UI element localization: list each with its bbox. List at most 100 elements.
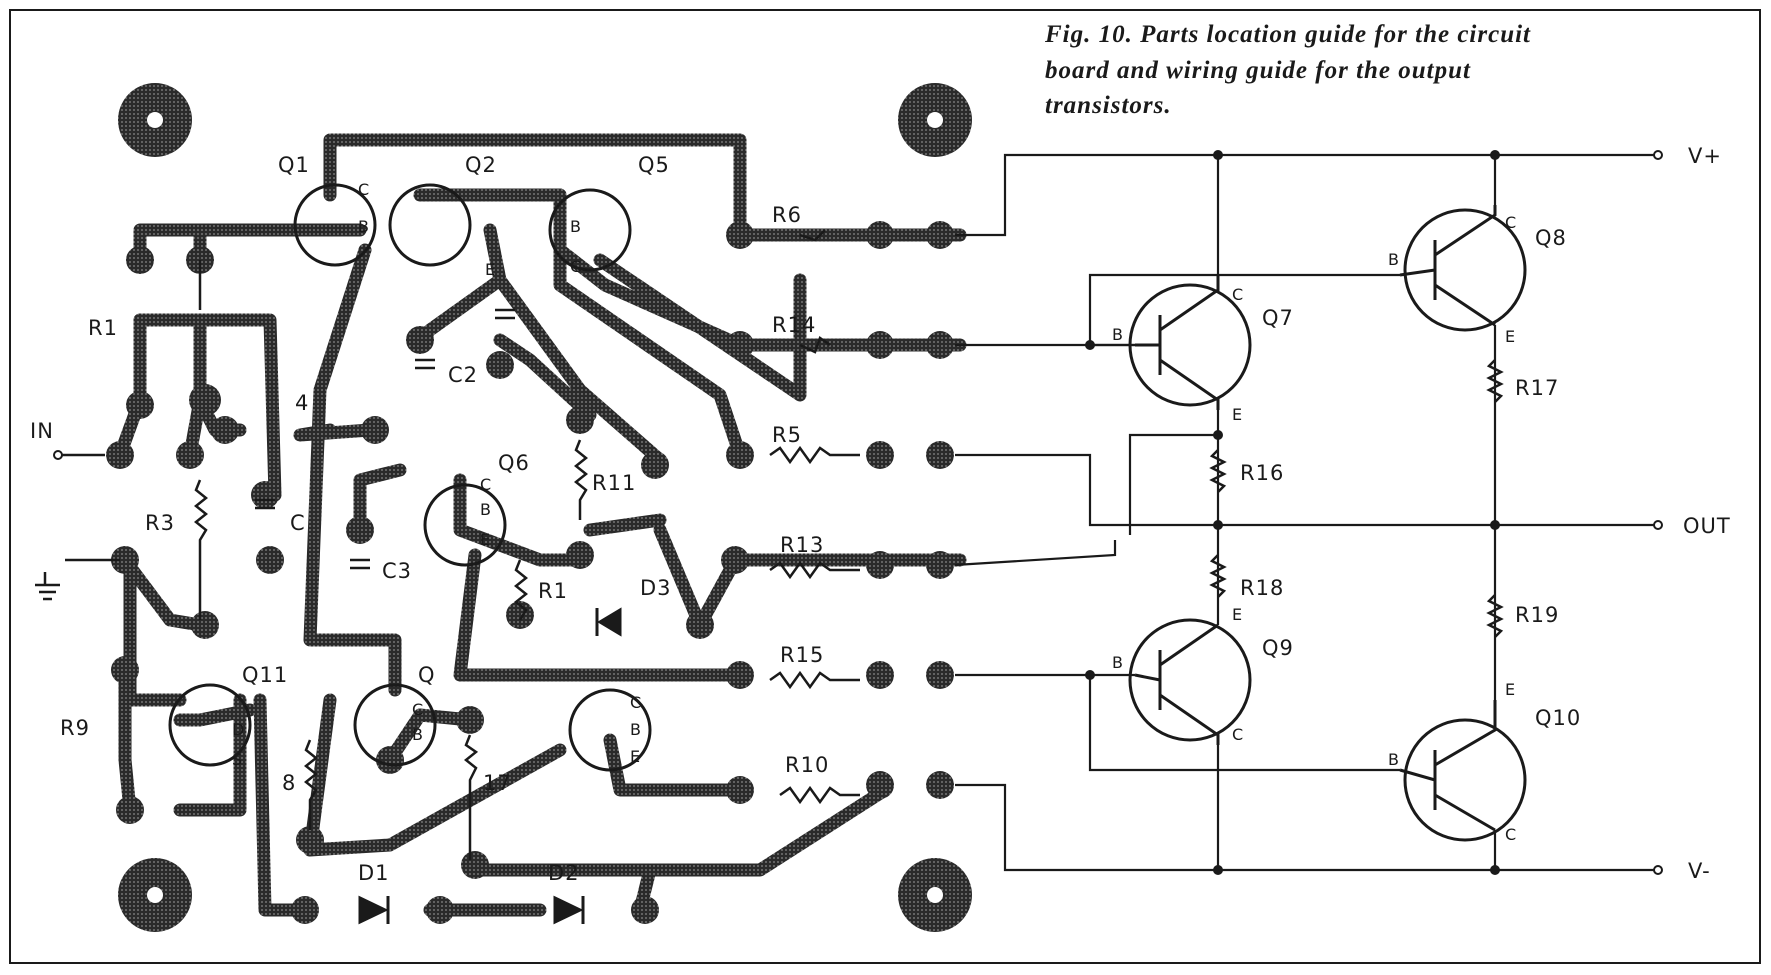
svg-text:C: C [1232, 285, 1243, 304]
svg-text:C: C [1232, 725, 1243, 744]
caption-line-2: board and wiring guide for the output [1045, 57, 1471, 84]
svg-text:B: B [1388, 250, 1399, 269]
label-d2: D2 [548, 861, 580, 885]
svg-text:B: B [480, 500, 491, 519]
transistor-q10 [1403, 718, 1527, 842]
label-c1: C [290, 511, 306, 535]
label-d1: D1 [358, 861, 390, 885]
terminal-out [1653, 520, 1663, 530]
svg-text:C: C [1505, 213, 1516, 232]
label-q8: Q8 [1535, 226, 1567, 250]
label-q4: Q [418, 663, 436, 687]
svg-text:B: B [358, 217, 369, 236]
label-r3: R3 [145, 511, 175, 535]
label-r1: R1 [88, 316, 118, 340]
transistor-outline-q1 [293, 183, 377, 267]
label-out: OUT [1683, 514, 1731, 538]
label-r5: R5 [772, 423, 802, 447]
transistor-outline-q4 [353, 683, 437, 767]
output-junctions [1085, 150, 1500, 875]
svg-text:E: E [1232, 605, 1242, 624]
label-q2: Q2 [465, 153, 497, 177]
svg-text:B: B [570, 217, 581, 236]
label-q1: Q1 [278, 153, 310, 177]
label-vminus: V- [1688, 859, 1711, 883]
svg-text:B: B [1112, 325, 1123, 344]
transistor-outline-q3 [568, 688, 652, 772]
terminal-vminus [1653, 865, 1663, 875]
figure-frame [9, 9, 1761, 964]
transistor-outline-q11 [168, 683, 252, 767]
transistor-q8 [1403, 208, 1527, 332]
board-components [193, 229, 860, 860]
transistor-q7 [1128, 283, 1252, 407]
terminals [1653, 150, 1663, 875]
label-c2: C2 [448, 363, 478, 387]
label-q10: Q10 [1535, 706, 1581, 730]
board-transistors [168, 183, 652, 772]
transistor-outline-q5 [548, 188, 632, 272]
transistor-outline-q2 [388, 183, 472, 267]
output-transistors [1128, 205, 1527, 842]
svg-text:B: B [630, 720, 641, 739]
svg-text:E: E [1505, 680, 1515, 699]
label-q5: Q5 [638, 153, 670, 177]
figure-caption: Fig. 10. Parts location guide for the ci… [1044, 21, 1531, 119]
svg-text:B: B [1112, 653, 1123, 672]
label-r6: R6 [772, 203, 802, 227]
svg-text:E: E [485, 260, 495, 279]
label-node-4: 4 [295, 391, 309, 415]
caption-line-1: Fig. 10. Parts location guide for the ci… [1044, 21, 1531, 48]
board-labels: Q1 Q2 Q5 R6 R14 R5 R13 R15 R10 R1 R3 R9 … [30, 153, 829, 885]
output-resistors [1209, 359, 1504, 638]
label-r8: 8 [282, 771, 296, 795]
label-r13: R13 [780, 533, 824, 557]
svg-text:E: E [480, 530, 490, 549]
svg-text:C: C [570, 257, 581, 276]
label-q6: Q6 [498, 451, 530, 475]
label-r18: R18 [1240, 576, 1284, 600]
label-r14: R14 [772, 313, 816, 337]
svg-text:C: C [630, 693, 641, 712]
terminal-vplus [1653, 150, 1663, 160]
label-r15: R15 [780, 643, 824, 667]
svg-text:E: E [1232, 405, 1242, 424]
svg-text:S: S [232, 750, 242, 769]
output-labels: Q7 Q8 Q9 Q10 R16 R17 R18 R19 V+ OUT V- B… [1112, 144, 1731, 883]
pcb-traces [113, 133, 967, 917]
board-diodes [358, 607, 622, 925]
label-r11: R11 [592, 471, 636, 495]
svg-text:C: C [412, 700, 423, 719]
label-q9: Q9 [1262, 636, 1294, 660]
transistor-outline-q6 [423, 483, 507, 567]
label-r19: R19 [1515, 603, 1559, 627]
output-wiring [954, 153, 1655, 872]
svg-text:C: C [480, 475, 491, 494]
label-input: IN [30, 419, 54, 443]
label-r12: R1 [538, 579, 568, 603]
svg-text:D: D [232, 720, 244, 739]
svg-text:C: C [1505, 825, 1516, 844]
svg-text:E: E [630, 747, 640, 766]
label-r17b: 17 [483, 771, 512, 795]
svg-text:E: E [1505, 327, 1515, 346]
solder-pads [106, 221, 954, 924]
svg-text:B: B [1388, 750, 1399, 769]
svg-text:B: B [412, 725, 423, 744]
svg-text:C: C [358, 180, 369, 199]
label-r9: R9 [60, 716, 90, 740]
label-q11: Q11 [242, 663, 288, 687]
label-r17: R17 [1515, 376, 1559, 400]
label-r10: R10 [785, 753, 829, 777]
caption-line-3: transistors. [1045, 92, 1172, 119]
pin-labels: C B E B C C B E D S C B C B E [232, 180, 641, 769]
label-d3: D3 [640, 576, 672, 600]
label-vplus: V+ [1688, 144, 1722, 168]
label-r16: R16 [1240, 461, 1284, 485]
label-q7: Q7 [1262, 306, 1294, 330]
label-c3: C3 [382, 559, 412, 583]
transistor-q9 [1128, 618, 1252, 742]
ground-symbol [35, 558, 120, 601]
